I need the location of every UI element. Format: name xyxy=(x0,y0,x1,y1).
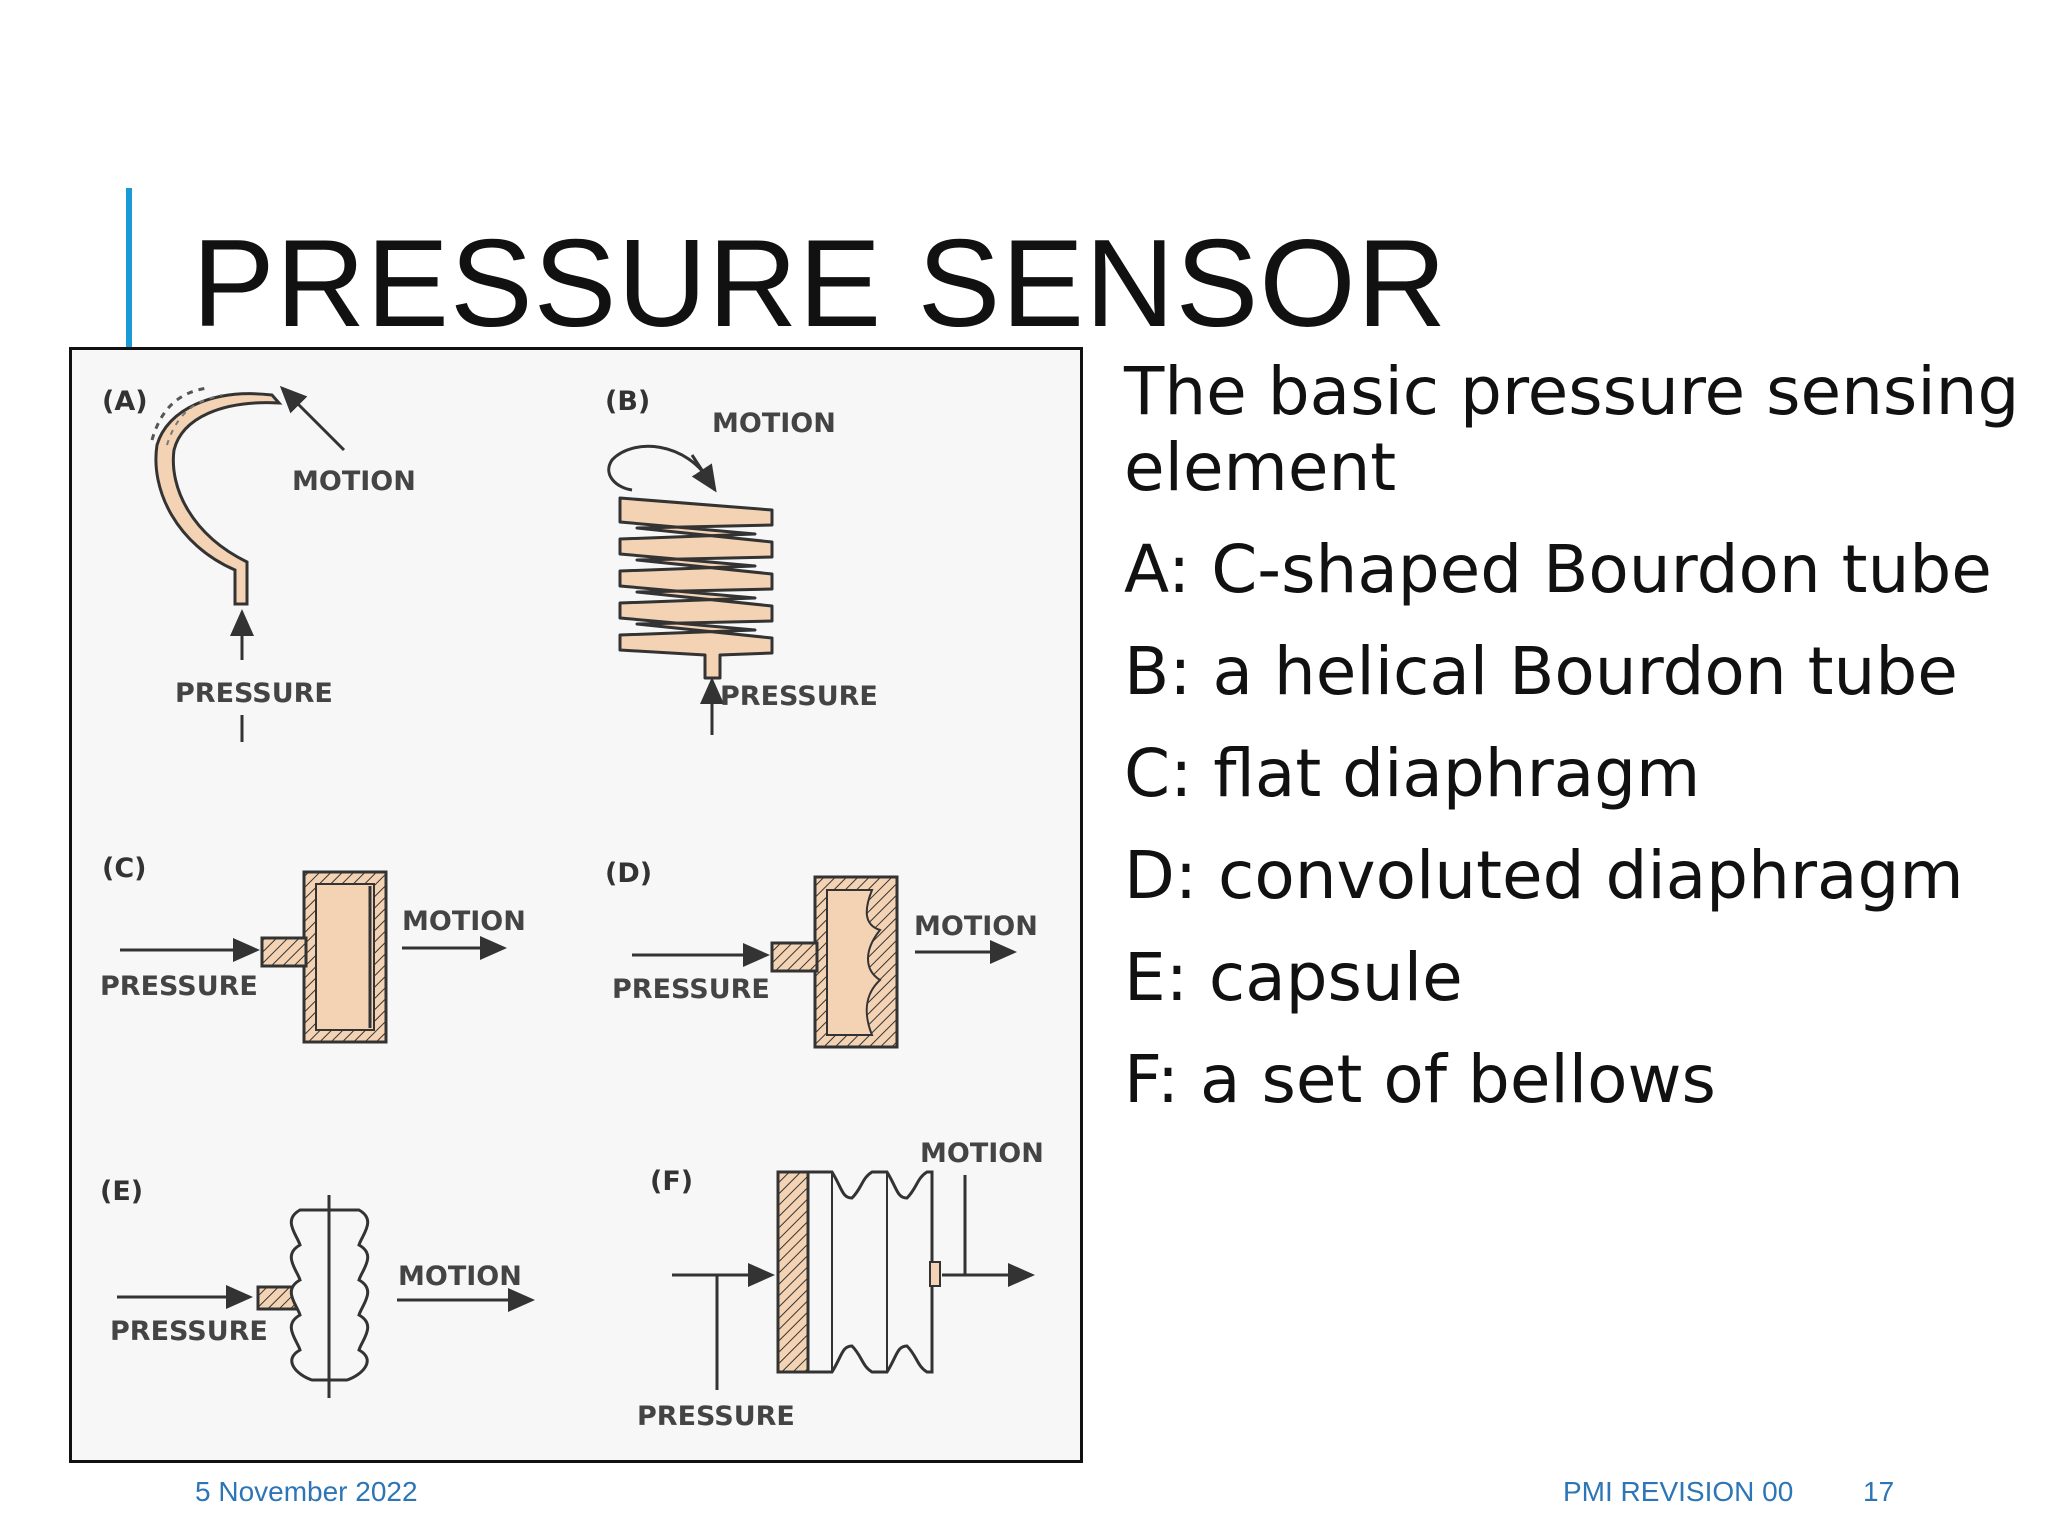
panel-c-pressure-label: PRESSURE xyxy=(100,971,258,1002)
panel-a-bourdon-c: (A) MOTION PRESSURE xyxy=(102,385,416,742)
footer-date: 5 November 2022 xyxy=(195,1476,418,1507)
panel-d-convoluted-diaphragm: (D) PRESSURE MOTION xyxy=(605,858,1038,1049)
panel-c-flat-diaphragm: (C) PRESSURE MOTION xyxy=(100,853,526,1044)
list-item: C: flat diaphragm xyxy=(1124,735,1701,812)
panel-d-pressure-label: PRESSURE xyxy=(612,974,770,1005)
intro-text: The basic pressure sensing element xyxy=(1124,353,2020,506)
panel-f-pressure-label: PRESSURE xyxy=(637,1401,795,1432)
panel-e-motion-label: MOTION xyxy=(398,1261,522,1292)
slide-title: PRESSURE SENSOR xyxy=(192,215,1448,353)
panel-b-bourdon-helical: (B) MOTION PRESSURE xyxy=(605,386,878,735)
panel-a-motion-label: MOTION xyxy=(292,466,416,497)
panel-a-label: (A) xyxy=(102,386,148,417)
pressure-elements-diagram: (A) MOTION PRESSURE (B) MOTION PRESSURE … xyxy=(100,385,1044,1432)
panel-e-label: (E) xyxy=(100,1176,143,1207)
content-list: The basic pressure sensing element A: C-… xyxy=(1124,354,2044,1144)
title-accent-bar xyxy=(126,188,132,348)
list-item: E: capsule xyxy=(1124,939,1463,1016)
panel-e-pressure-label: PRESSURE xyxy=(110,1316,268,1347)
panel-d-label: (D) xyxy=(605,858,652,889)
panel-f-bellows: (F) MOTION PRESSURE xyxy=(637,1138,1044,1432)
list-item: D: convoluted diaphragm xyxy=(1124,837,1964,914)
panel-c-label: (C) xyxy=(102,853,147,884)
panel-a-pressure-label: PRESSURE xyxy=(175,678,333,709)
footer-revision: PMI REVISION 00 xyxy=(1563,1476,1794,1507)
panel-f-motion-label: MOTION xyxy=(920,1138,1044,1169)
panel-b-pressure-label: PRESSURE xyxy=(720,681,878,712)
panel-e-capsule: (E) PRESSURE MOTION xyxy=(100,1176,535,1398)
panel-c-motion-label: MOTION xyxy=(402,906,526,937)
list-item: B: a helical Bourdon tube xyxy=(1124,633,1958,710)
panel-f-label: (F) xyxy=(650,1166,693,1197)
footer-page-number: 17 xyxy=(1863,1476,1895,1507)
panel-b-motion-label: MOTION xyxy=(712,408,836,439)
list-item: A: C-shaped Bourdon tube xyxy=(1124,531,1992,608)
panel-b-label: (B) xyxy=(605,386,650,417)
list-item: F: a set of bellows xyxy=(1124,1041,1716,1118)
panel-d-motion-label: MOTION xyxy=(914,911,1038,942)
pressure-elements-figure: (A) MOTION PRESSURE (B) MOTION PRESSURE … xyxy=(69,347,1083,1463)
